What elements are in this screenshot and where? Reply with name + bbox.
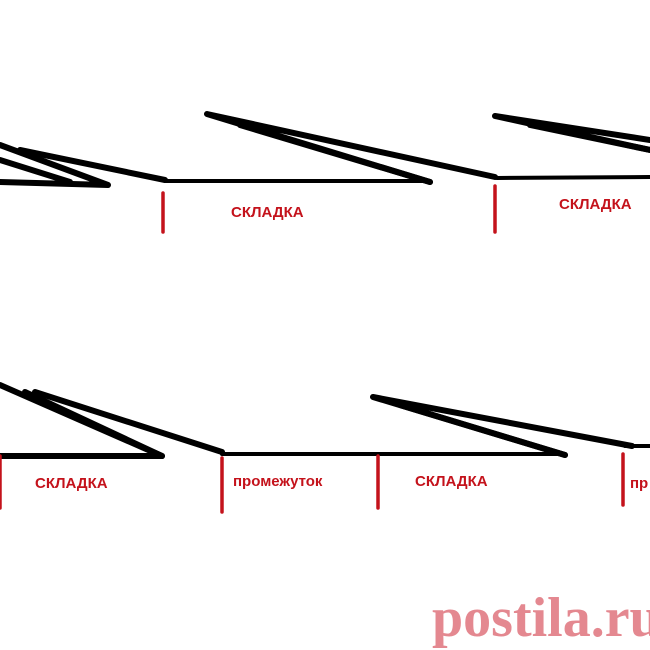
- label-fold-top-1: СКЛАДКА: [231, 204, 304, 221]
- pleat-row-top: СКЛАДКА СКЛАДКА: [0, 111, 650, 234]
- label-fold-bottom-2: СКЛАДКА: [415, 473, 488, 490]
- pleat-fold-top-1b: [0, 157, 73, 185]
- pleat-fold-top-2: [204, 111, 498, 185]
- pleat-fold-top-1: [0, 142, 111, 188]
- pleat-fold-top-3b: [527, 122, 650, 153]
- pleat-fold-top-1c: [17, 147, 168, 183]
- pleat-fold-top-2b: [237, 122, 433, 185]
- baseline-top-3: [495, 175, 650, 180]
- label-gap-bottom-1: промежуток: [233, 473, 323, 490]
- pleat-fold-bottom-1b: [22, 389, 165, 459]
- label-gap-bottom-2: пр: [630, 475, 648, 492]
- watermark-text: postila.ru: [432, 587, 650, 649]
- pleat-fold-bottom-2b: [397, 402, 568, 458]
- pleat-row-bottom: СКЛАДКА промежуток СКЛАДКА пр: [0, 382, 650, 514]
- label-fold-bottom-1: СКЛАДКА: [35, 475, 108, 492]
- pleat-fold-bottom-1c: [32, 389, 225, 455]
- label-fold-top-2: СКЛАДКА: [559, 196, 632, 213]
